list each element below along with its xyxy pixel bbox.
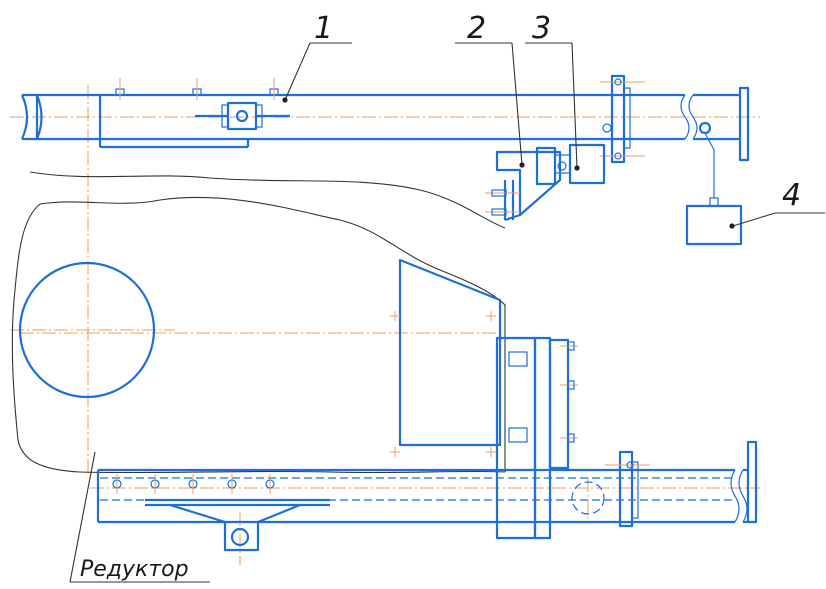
centerlines [10,85,760,565]
item-3-label: 3 [532,11,551,46]
upper-beam [20,74,750,164]
clamp-assembly [495,336,578,540]
lower-beam [96,440,758,552]
reducer-outline [11,171,506,474]
hanging-weight [685,132,743,246]
item-1-label: 1 [314,11,333,46]
reducer-shaft-circle [18,261,156,399]
item-4-label: 4 [782,178,801,213]
item-2-label: 2 [467,11,486,46]
mounting-plate [390,258,502,457]
bracket-assembly [485,143,606,222]
reducer-label: Редуктор [80,557,189,582]
leader-lines [69,42,825,583]
